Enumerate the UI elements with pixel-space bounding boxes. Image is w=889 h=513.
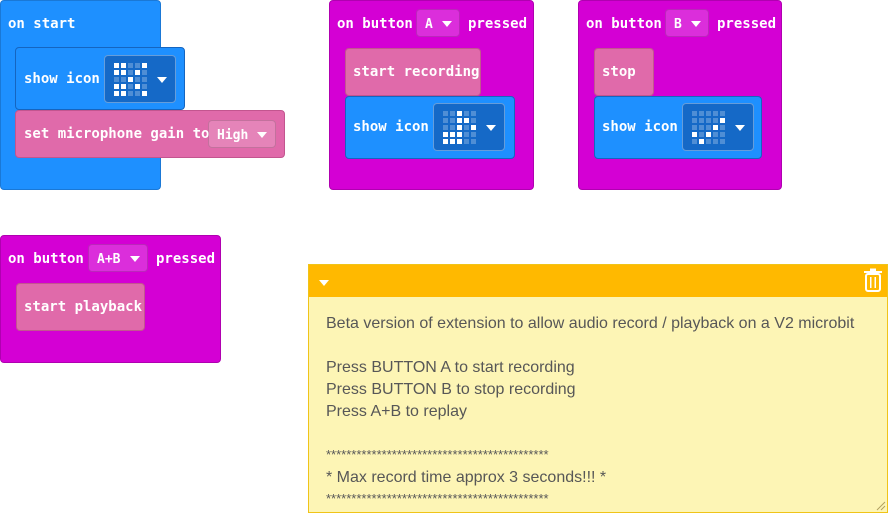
button-ab-dropdown[interactable]: A+B xyxy=(88,244,148,272)
on-button-a-prefix: on button xyxy=(337,16,413,32)
chevron-down-icon xyxy=(691,21,701,27)
comment-line: ****************************************… xyxy=(326,491,549,506)
set-mic-gain-block[interactable] xyxy=(15,110,285,158)
chevron-down-icon xyxy=(486,125,496,131)
stop-block[interactable] xyxy=(594,48,654,96)
comment-box[interactable]: Beta version of extension to allow audio… xyxy=(308,264,888,513)
comment-header[interactable] xyxy=(309,265,887,297)
button-ab-value: A+B xyxy=(97,252,121,267)
chevron-down-icon xyxy=(442,21,452,27)
show-icon-label: show icon xyxy=(602,119,678,135)
mic-gain-value: High xyxy=(217,128,249,143)
collapse-caret-icon[interactable] xyxy=(319,280,329,286)
start-recording-block[interactable] xyxy=(345,48,481,96)
mic-gain-dropdown[interactable]: High xyxy=(208,120,276,148)
on-button-ab-suffix: pressed xyxy=(156,251,216,267)
stop-label: stop xyxy=(602,64,636,80)
button-a-value: A xyxy=(425,17,433,32)
eighth-note-icon xyxy=(443,111,476,144)
on-button-a-suffix: pressed xyxy=(468,16,528,32)
trash-icon[interactable] xyxy=(862,268,884,293)
button-a-dropdown[interactable]: A xyxy=(416,9,460,37)
start-playback-label: start playback xyxy=(24,299,143,315)
start-playback-block[interactable] xyxy=(16,283,145,331)
comment-line: Press BUTTON A to start recording xyxy=(326,359,575,376)
comment-line: ****************************************… xyxy=(326,447,549,462)
comment-line: Beta version of extension to allow audio… xyxy=(326,315,855,332)
comment-line: * Max record time approx 3 seconds!!! * xyxy=(326,469,607,486)
chevron-down-icon xyxy=(157,77,167,83)
show-icon-label: show icon xyxy=(24,71,100,87)
button-b-dropdown[interactable]: B xyxy=(665,9,709,37)
comment-line: Press BUTTON B to stop recording xyxy=(326,381,576,398)
chevron-down-icon xyxy=(735,125,745,131)
button-b-value: B xyxy=(674,17,682,32)
comment-line: Press A+B to replay xyxy=(326,403,467,420)
on-start-label: on start xyxy=(8,16,76,32)
scissors-icon xyxy=(114,63,147,96)
show-icon-label: show icon xyxy=(353,119,429,135)
chevron-down-icon xyxy=(130,256,140,262)
icon-dropdown[interactable] xyxy=(433,103,505,151)
checkmark-icon xyxy=(692,111,725,144)
on-button-b-suffix: pressed xyxy=(717,16,777,32)
set-mic-gain-label: set microphone gain to xyxy=(24,126,210,142)
resize-handle-icon[interactable] xyxy=(876,501,886,511)
icon-dropdown[interactable] xyxy=(104,55,176,103)
icon-dropdown[interactable] xyxy=(682,103,754,151)
start-recording-label: start recording xyxy=(353,64,480,80)
on-button-b-prefix: on button xyxy=(586,16,662,32)
chevron-down-icon xyxy=(257,132,267,138)
on-button-ab-prefix: on button xyxy=(8,251,84,267)
